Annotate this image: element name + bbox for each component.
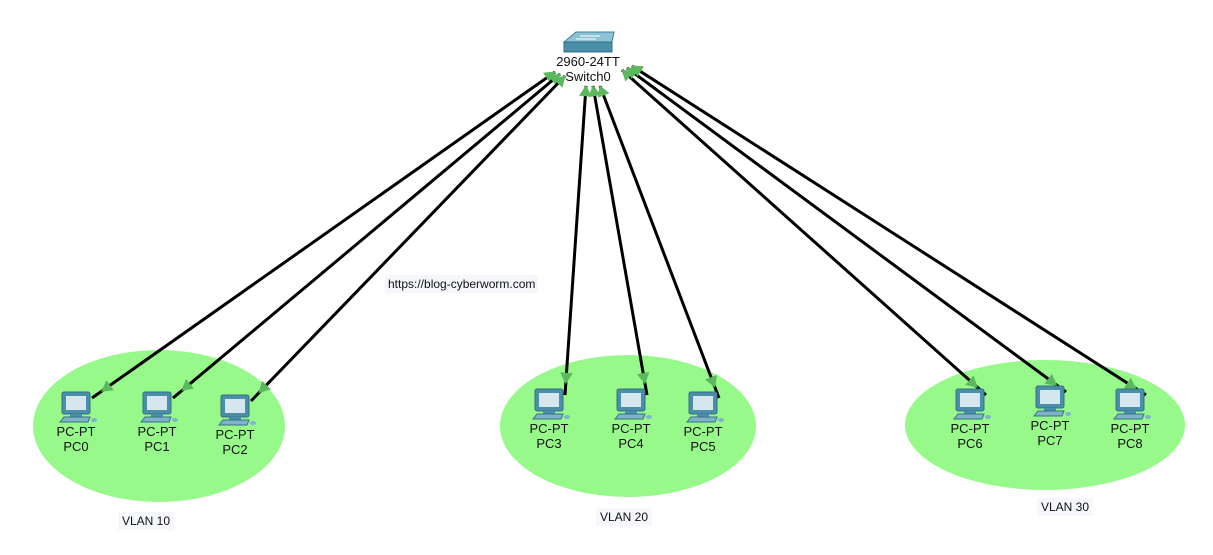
ethernet-link[interactable]	[91, 70, 556, 400]
ethernet-link[interactable]	[563, 85, 588, 396]
pc-name: PC8	[1117, 436, 1143, 451]
link-status-icon	[553, 75, 566, 88]
link-status-icon	[588, 85, 601, 98]
pc-model: PC-PT	[611, 421, 651, 436]
pc-model: PC-PT	[56, 424, 96, 439]
ethernet-link[interactable]	[591, 85, 649, 396]
pc-name: PC1	[144, 439, 170, 454]
ethernet-link[interactable]	[621, 68, 987, 397]
pc-name: PC3	[536, 436, 562, 451]
link-status-icon	[181, 378, 195, 391]
pc-icon[interactable]	[1112, 388, 1151, 420]
switch-icon[interactable]	[562, 31, 615, 53]
vlan-label: VLAN 30	[1037, 498, 1094, 516]
pc-name: PC7	[1037, 433, 1063, 448]
ethernet-link[interactable]	[172, 72, 561, 400]
pc-model: PC-PT	[683, 424, 723, 439]
pc-model: PC-PT	[137, 424, 177, 439]
link-status-icon	[631, 65, 644, 77]
link-status-icon	[560, 372, 573, 384]
link-status-icon	[597, 85, 610, 98]
pc-name: PC0	[63, 439, 89, 454]
ethernet-link[interactable]	[598, 85, 721, 399]
link-status-icon	[579, 85, 592, 97]
pc-model: PC-PT	[950, 421, 990, 436]
pc-name: PC4	[618, 436, 644, 451]
switch-model: 2960-24TT	[556, 54, 620, 69]
link-status-icon	[101, 380, 114, 392]
vlan-zone	[33, 350, 285, 502]
pc-name: PC2	[222, 442, 248, 457]
link-status-icon	[258, 380, 271, 394]
pc-name: PC6	[957, 436, 983, 451]
pc-icon[interactable]	[613, 388, 652, 420]
ethernet-link[interactable]	[249, 74, 567, 403]
pc-icon[interactable]	[531, 388, 570, 420]
pc-icon[interactable]	[685, 391, 724, 423]
vlan-label: VLAN 20	[596, 508, 653, 526]
link-status-icon	[965, 375, 978, 388]
pc-icon[interactable]	[217, 394, 256, 426]
link-status-icon	[1123, 377, 1137, 390]
ethernet-link[interactable]	[626, 66, 1067, 394]
ethernet-link[interactable]	[631, 64, 1147, 397]
pc-model: PC-PT	[1030, 418, 1070, 433]
link-status-icon	[1044, 373, 1058, 386]
pc-model: PC-PT	[1110, 421, 1150, 436]
pc-name: PC5	[690, 439, 716, 454]
pc-icon[interactable]	[952, 388, 991, 420]
vlan-label: VLAN 10	[118, 512, 175, 530]
pc-icon[interactable]	[1032, 385, 1071, 417]
pc-icon[interactable]	[139, 391, 178, 423]
pc-icon[interactable]	[58, 391, 97, 423]
link-status-icon	[637, 372, 650, 385]
link-status-icon	[705, 375, 717, 388]
pc-model: PC-PT	[529, 421, 569, 436]
pc-model: PC-PT	[215, 427, 255, 442]
switch-name: Switch0	[565, 69, 611, 84]
watermark-text: https://blog-cyberworm.com	[385, 275, 539, 293]
